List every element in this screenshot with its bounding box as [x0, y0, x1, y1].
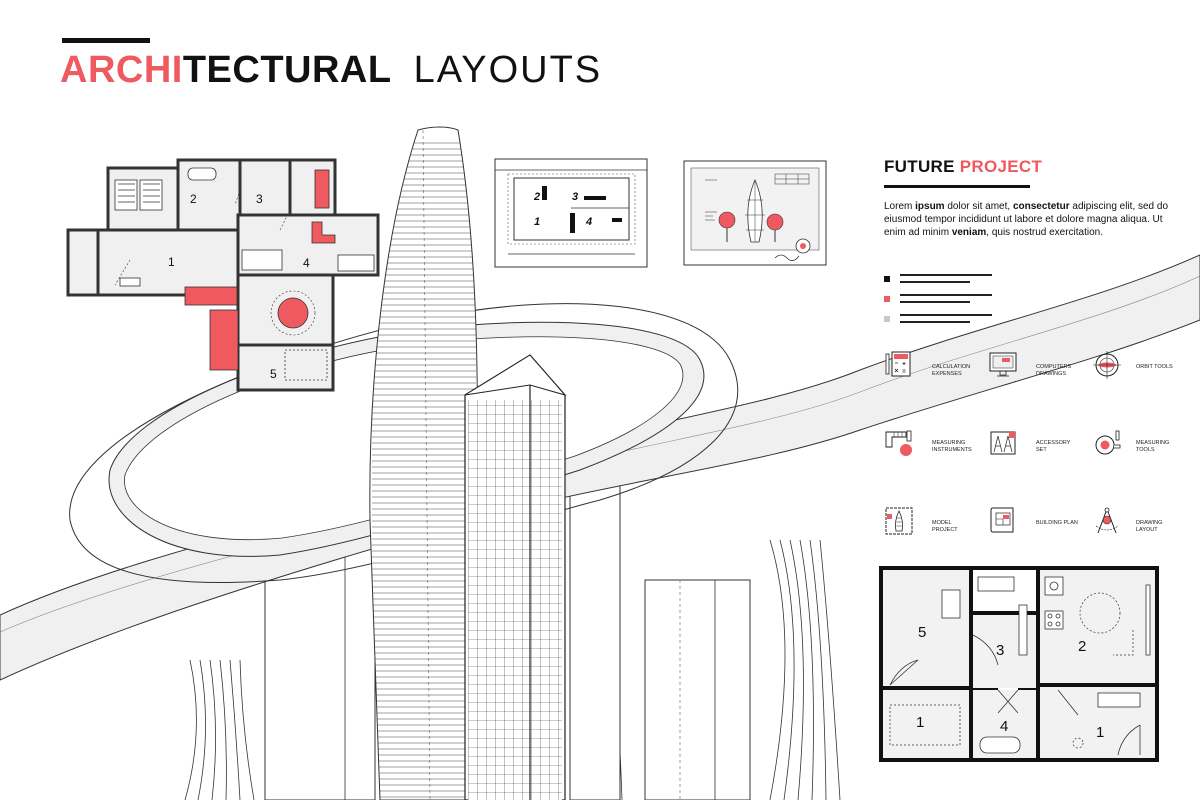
tower-drawing-card — [683, 160, 827, 266]
svg-text:3: 3 — [996, 642, 1004, 659]
icon-label: ORBIT TOOLS — [1136, 364, 1173, 370]
room-label: 1 — [168, 255, 175, 269]
legend-line — [900, 294, 992, 296]
svg-text:3: 3 — [572, 191, 578, 203]
svg-text:4: 4 — [585, 216, 592, 228]
legend-line — [900, 281, 970, 283]
curved-tower — [369, 126, 478, 800]
title-bold-part: TECTURAL — [182, 49, 392, 91]
svg-text:1: 1 — [916, 714, 924, 731]
room-label: 5 — [270, 367, 277, 381]
icon-label: MEASURING INSTRUMENTS — [932, 440, 972, 453]
icon-label: MEASURING TOOLS — [1136, 440, 1170, 453]
legend-swatch-black — [884, 276, 890, 282]
icon-label: BUILDING PLAN — [1036, 520, 1078, 526]
icon-label: ACCESSORY SET — [1036, 440, 1071, 453]
svg-text:2: 2 — [1078, 638, 1086, 655]
room-label: 4 — [303, 256, 310, 270]
legend-line — [900, 321, 970, 323]
legend-line — [900, 314, 992, 316]
tape-measure-icon — [1095, 430, 1121, 455]
icon-label: MODEL PROJECT — [932, 520, 958, 533]
icon-label: COMPUTERS DRAWINGS — [1036, 364, 1072, 377]
legend-line — [900, 301, 970, 303]
legend-swatch-red — [884, 296, 890, 302]
mini-plan-card: 2 3 1 4 — [494, 158, 648, 268]
icon-label: CALCULATION EXPENSES — [932, 364, 971, 377]
icon-label: DRAWING LAYOUT — [1136, 520, 1163, 533]
page-title: ARCHITECTURAL LAYOUTS — [60, 50, 602, 90]
caliper-icon — [885, 430, 912, 456]
building-front-right — [644, 579, 751, 800]
future-project-title: FUTURE PROJECT — [884, 157, 1042, 177]
floorplan-right: 5 3 2 1 4 1 — [879, 566, 1159, 762]
future-project-title-red: PROJECT — [959, 157, 1043, 176]
title-light-part: LAYOUTS — [413, 49, 603, 91]
accessory-set-icon — [990, 431, 1016, 455]
model-project-icon — [885, 507, 913, 535]
svg-text:5: 5 — [918, 624, 926, 641]
monitor-icon — [989, 352, 1017, 377]
calculator-icon — [885, 351, 911, 377]
title-accent-bar — [62, 38, 150, 43]
room-label: 3 — [256, 192, 263, 206]
compass-orbit-icon — [1093, 351, 1121, 379]
future-project-rule — [884, 185, 1030, 188]
room-label: 2 — [190, 192, 197, 206]
title-red-part: ARCHI — [60, 49, 183, 91]
svg-text:4: 4 — [1000, 718, 1008, 735]
glass-skyscraper — [464, 354, 567, 800]
svg-text:2: 2 — [533, 191, 540, 203]
svg-text:1: 1 — [534, 216, 540, 228]
future-project-description: Lorem ipsum dolor sit amet, consectetur … — [884, 201, 1169, 238]
building-plan-icon — [990, 507, 1014, 533]
svg-text:1: 1 — [1096, 724, 1104, 741]
floorplan-left: 2 3 1 4 5 — [66, 158, 380, 392]
drawing-compass-icon — [1095, 507, 1119, 534]
legend-swatch-gray — [884, 316, 890, 322]
future-project-title-black: FUTURE — [884, 157, 955, 176]
legend-line — [900, 274, 992, 276]
